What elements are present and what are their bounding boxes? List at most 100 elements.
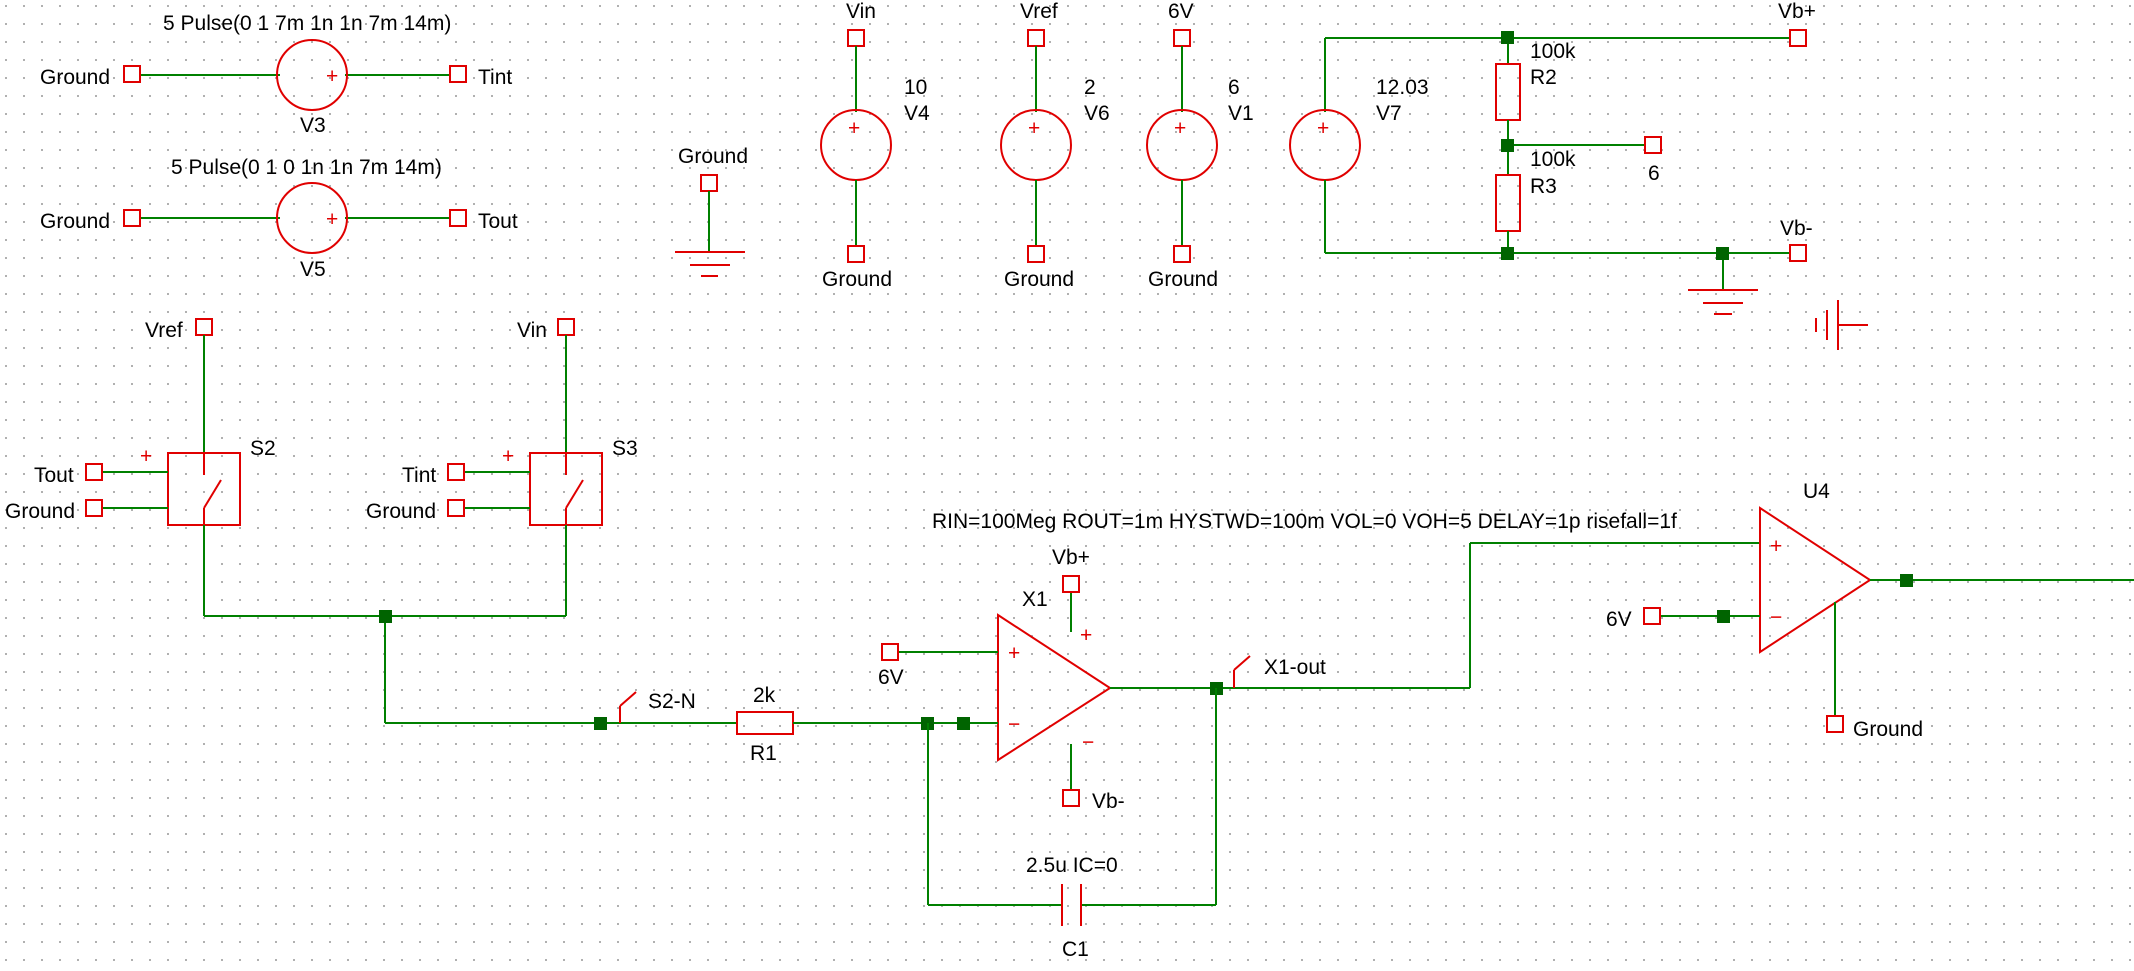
resistor-r1[interactable]: 2k R1 [736, 684, 928, 765]
v7-plus-sign: + [1317, 117, 1329, 140]
v3-value: 5 Pulse(0 1 7m 1n 1n 7m 14m) [163, 12, 451, 35]
v6-value: 2 [1084, 76, 1096, 99]
pin-u4-6v[interactable] [1643, 607, 1661, 625]
pin-vb-plus[interactable] [1789, 29, 1807, 47]
pin-vb-minus[interactable] [1789, 244, 1807, 262]
pin-s2-ground[interactable] [85, 499, 103, 517]
source-v5[interactable]: + Ground Tout 5 Pulse(0 1 0 1n 1n 7m 14m… [40, 156, 518, 281]
pin-v6-vref[interactable] [1027, 29, 1045, 47]
opamp-x1[interactable]: + − + − 6V Vb+ Vb- X1 [878, 546, 1125, 813]
junction-ground [1716, 247, 1729, 260]
junction-u4-out [1900, 574, 1913, 587]
switch-s3[interactable]: Vin + Tint Ground S3 [366, 318, 638, 616]
label-vb-minus-top: Vb- [1780, 217, 1813, 240]
pin-ground-ref[interactable] [700, 174, 718, 192]
label-vref-top: Vref [1020, 0, 1058, 23]
label-x1-out: X1-out [1264, 656, 1326, 679]
pin-v4-vin[interactable] [847, 29, 865, 47]
label-ground-v5: Ground [40, 210, 110, 233]
u4-plus-input-sign: + [1770, 535, 1782, 558]
v4-value: 10 [904, 76, 927, 99]
x1-plus-input-sign: + [1008, 642, 1020, 665]
label-s2n: S2-N [648, 690, 696, 713]
label-6v-top: 6V [1168, 0, 1194, 23]
label-vin-top: Vin [846, 0, 876, 23]
label-tint: Tint [478, 66, 512, 89]
label-vb-plus-x1: Vb+ [1052, 546, 1090, 569]
resistor-r2[interactable] [1495, 63, 1521, 121]
label-tout-s2: Tout [34, 464, 74, 487]
label-6v-u4: 6V [1606, 608, 1632, 631]
label-vref-s2: Vref [145, 319, 183, 342]
switch-s2[interactable]: Vref + Tout Ground S2 [5, 318, 276, 616]
v7-value: 12.03 [1376, 76, 1429, 99]
r3-value: 100k [1530, 148, 1576, 171]
v5-plus-sign: + [326, 208, 338, 231]
pin-v4-ground[interactable] [847, 245, 865, 263]
pin-s3-ground[interactable] [447, 499, 465, 517]
pin-x1-vb-minus[interactable] [1062, 789, 1080, 807]
s3-plus-sign: + [502, 445, 514, 468]
pin-v5-ground[interactable] [123, 209, 141, 227]
u4-params: RIN=100Meg ROUT=1m HYSTWD=100m VOL=0 VOH… [932, 510, 1677, 533]
s2-plus-sign: + [140, 445, 152, 468]
label-6: 6 [1648, 162, 1660, 185]
label-ground-ref: Ground [678, 145, 748, 168]
u4-name: U4 [1803, 480, 1830, 503]
pin-node-6[interactable] [1644, 136, 1662, 154]
label-ground-v6: Ground [1004, 268, 1074, 291]
source-v6[interactable]: Vref + Ground 2 V6 [1000, 0, 1110, 291]
v4-plus-sign: + [848, 117, 860, 140]
label-ground-s2: Ground [5, 500, 75, 523]
v4-name: V4 [904, 102, 930, 125]
pin-v3-tint[interactable] [449, 65, 467, 83]
ground-symbol-divider [1688, 289, 1758, 315]
junction-s2n [594, 717, 607, 730]
grid-dots [5, 5, 2131, 961]
pin-s3-tint[interactable] [447, 463, 465, 481]
label-vb-plus-top: Vb+ [1778, 0, 1816, 23]
pin-v5-tout[interactable] [449, 209, 467, 227]
pin-s2-tout[interactable] [85, 463, 103, 481]
label-tint-s3: Tint [402, 464, 436, 487]
v1-plus-sign: + [1174, 117, 1186, 140]
pin-x1-6v[interactable] [881, 643, 899, 661]
junction-r2-top [1501, 31, 1514, 44]
net-s2-n[interactable]: S2-N [204, 610, 737, 730]
capacitor-c1[interactable]: 2.5u IC=0 C1 [1026, 854, 1118, 961]
source-v3[interactable]: + Ground Tint 5 Pulse(0 1 7m 1n 1n 7m 14… [40, 12, 512, 137]
label-ground-u4: Ground [1853, 718, 1923, 741]
x1-name: X1 [1022, 588, 1048, 611]
pin-s2-vref[interactable] [195, 318, 213, 336]
x1-vminus-sign: − [1082, 731, 1094, 754]
comparator-u4[interactable]: RIN=100Meg ROUT=1m HYSTWD=100m VOL=0 VOH… [932, 480, 2134, 741]
pin-u4-ground[interactable] [1826, 715, 1844, 733]
junction-r3-bottom [1501, 247, 1514, 260]
pin-v1-6v[interactable] [1173, 29, 1191, 47]
pin-v1-ground[interactable] [1173, 245, 1191, 263]
label-tout: Tout [478, 210, 518, 233]
v3-plus-sign: + [326, 65, 338, 88]
pin-x1-vb-plus[interactable] [1062, 575, 1080, 593]
net-x1-out[interactable]: X1-out [927, 542, 1760, 906]
v6-name: V6 [1084, 102, 1110, 125]
pin-s3-vin[interactable] [557, 318, 575, 336]
v3-name: V3 [300, 114, 326, 137]
v7-name: V7 [1376, 102, 1402, 125]
ground-symbol-rotated [1815, 300, 1868, 350]
r2-value: 100k [1530, 40, 1576, 63]
pin-v6-ground[interactable] [1027, 245, 1045, 263]
pin-v3-ground[interactable] [123, 65, 141, 83]
source-v1[interactable]: 6V + Ground 6 V1 [1146, 0, 1254, 291]
c1-value: 2.5u IC=0 [1026, 854, 1118, 877]
v6-plus-sign: + [1028, 117, 1040, 140]
ground-symbol [675, 251, 745, 277]
junction-switches [379, 610, 392, 623]
source-v4[interactable]: Vin + Ground 10 V4 [820, 0, 930, 291]
x1-vplus-sign: + [1080, 624, 1092, 647]
v5-name: V5 [300, 258, 326, 281]
ground-reference[interactable]: Ground [675, 145, 748, 277]
label-ground-v4: Ground [822, 268, 892, 291]
s3-name: S3 [612, 437, 638, 460]
supply-divider[interactable]: + 12.03 V7 100k R2 100k R3 6 Vb+ Vb- [1289, 0, 1816, 315]
